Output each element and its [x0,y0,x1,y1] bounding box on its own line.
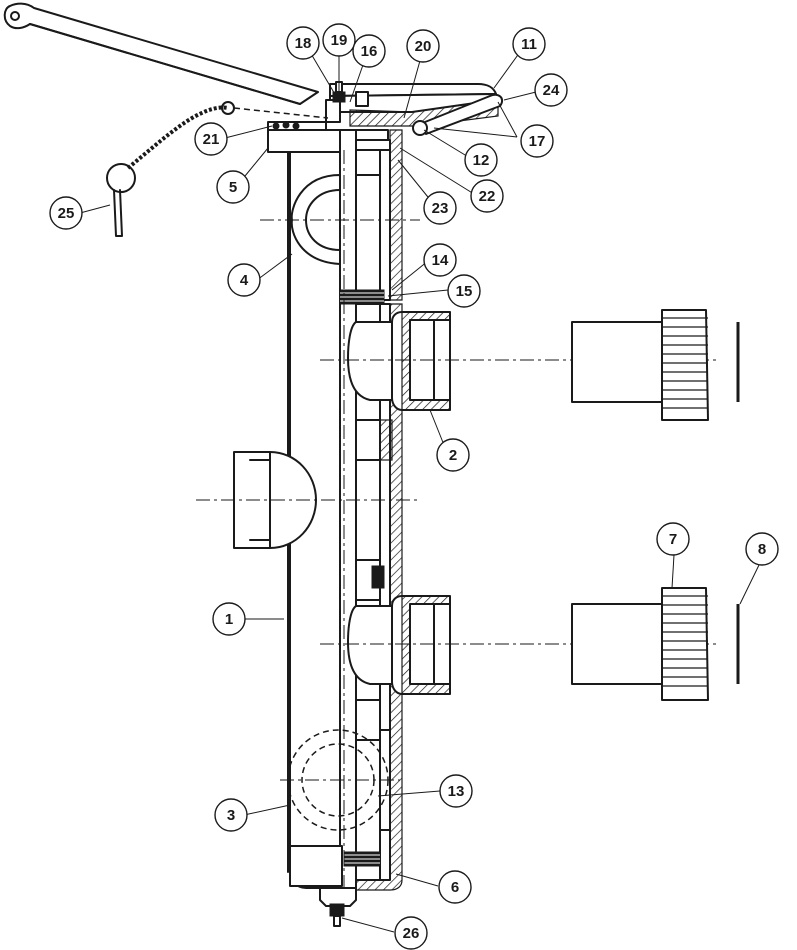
callout-17: 17 [520,124,554,158]
callout-label: 1 [225,611,233,628]
callout-12: 12 [464,143,498,177]
callout-24: 24 [534,73,568,107]
callout-13: 13 [439,774,473,808]
callout-label: 19 [331,32,348,49]
callout-22: 22 [470,179,504,213]
callout-7: 7 [656,522,690,556]
callout-4: 4 [227,263,261,297]
callout-label: 4 [240,272,249,289]
callout-1: 1 [212,602,246,636]
callout-label: 13 [448,783,465,800]
callout-label: 15 [456,283,473,300]
callout-15: 15 [447,274,481,308]
callout-3: 3 [214,798,248,832]
callout-18: 18 [286,26,320,60]
callout-11: 11 [512,27,546,61]
callout-label: 22 [479,188,496,205]
callout-label: 14 [432,252,449,269]
callout-21: 21 [194,122,228,156]
handle-lever [3,2,319,105]
callout-label: 5 [229,179,237,196]
callout-25: 25 [49,196,83,230]
side-lever [412,93,504,136]
callout-label: 7 [669,531,677,548]
chain-and-pin [106,101,329,237]
callout-label: 6 [451,879,459,896]
callout-label: 20 [415,38,432,55]
callout-label: 8 [758,541,766,558]
callout-label: 17 [529,133,546,150]
callout-16: 16 [352,34,386,68]
seal-ring [339,289,385,305]
callout-23: 23 [423,191,457,225]
callout-2: 2 [436,438,470,472]
callout-label: 25 [58,205,75,222]
outlet-port-lower [347,595,451,695]
callout-26: 26 [394,916,428,950]
bottom-drain [289,845,381,927]
callout-label: 23 [432,200,449,217]
callout-label: 21 [203,131,220,148]
callout-label: 24 [543,82,560,99]
exploded-cap-upper [571,309,709,421]
callout-19: 19 [322,23,356,57]
callout-6: 6 [438,870,472,904]
callout-8: 8 [745,532,779,566]
mid-collar [371,419,393,589]
leader-lines [79,51,760,933]
top-cap [325,83,499,127]
callout-label: 16 [361,43,378,60]
outlet-port-upper [347,311,451,411]
exploded-cap-lower [571,587,709,701]
callout-label: 11 [521,36,537,53]
callout-5: 5 [216,170,250,204]
callout-label: 3 [227,807,235,824]
callout-20: 20 [406,29,440,63]
callout-label: 2 [449,447,457,464]
callout-label: 26 [403,925,420,942]
callout-14: 14 [423,243,457,277]
callout-label: 12 [473,152,490,169]
callout-label: 18 [295,35,312,52]
